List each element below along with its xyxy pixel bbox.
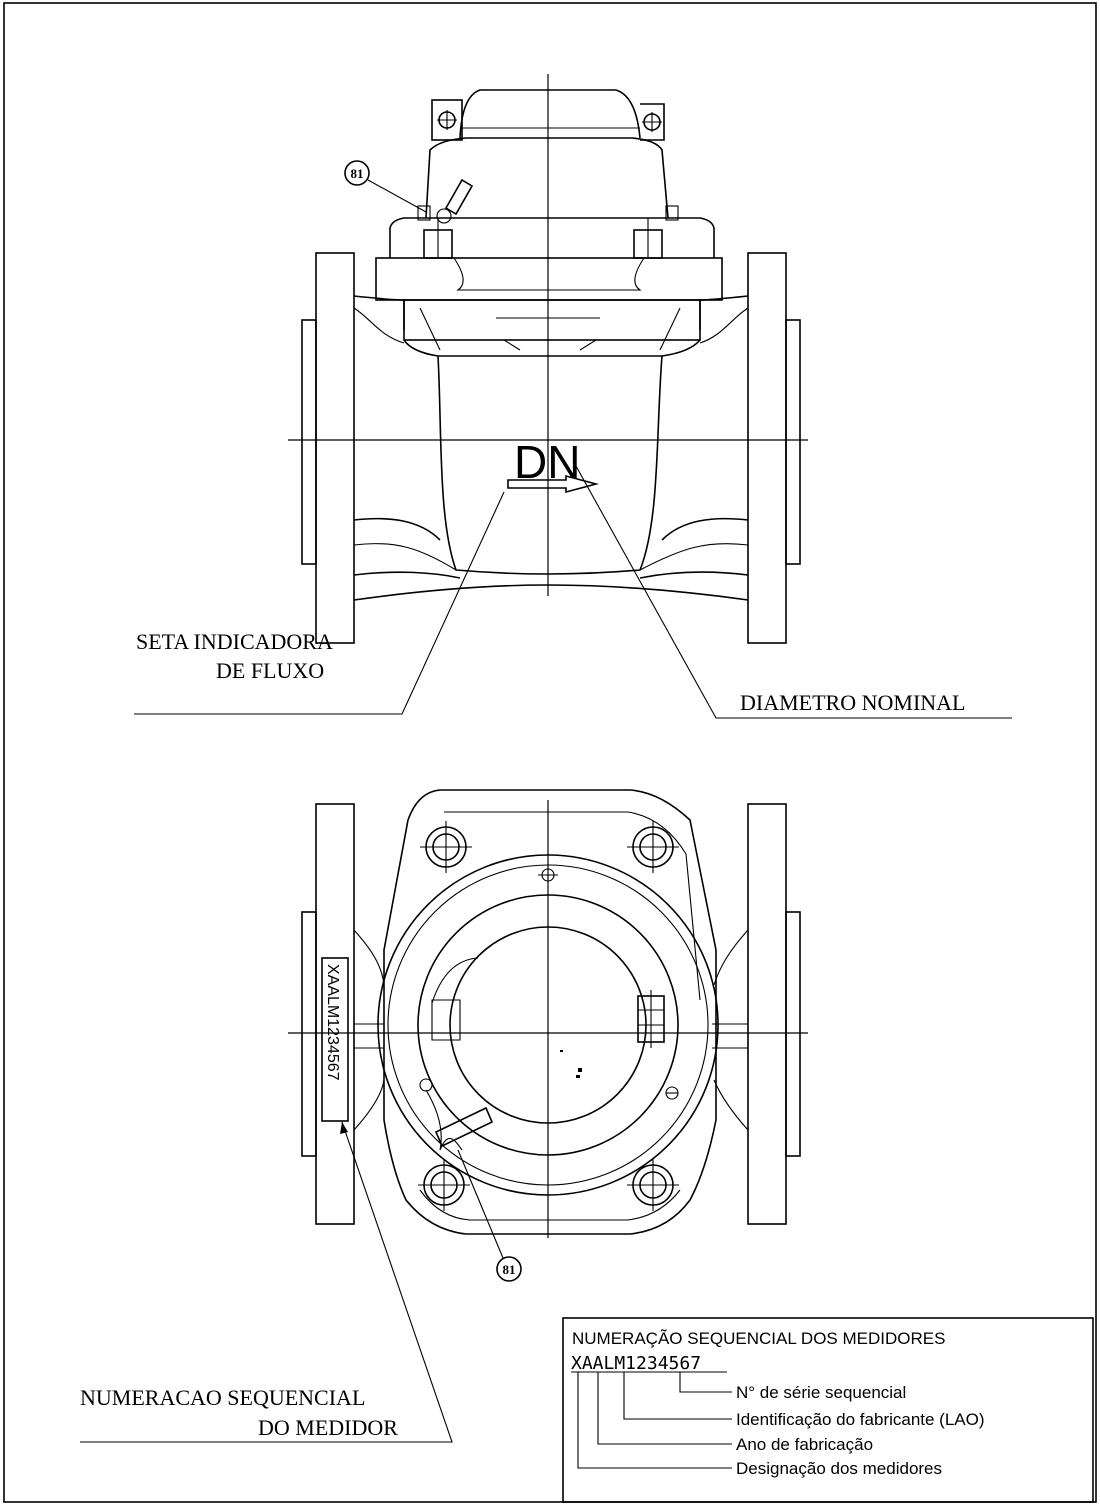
register-outer-ring <box>377 854 719 1196</box>
left-flange <box>301 252 355 644</box>
top-balloon-label: 81 <box>503 1262 516 1277</box>
bolt-hole-tl <box>420 821 472 873</box>
flow-arrow <box>507 474 600 494</box>
legend-item-manufacturer: Identificação do fabricante (LAO) <box>736 1410 985 1429</box>
legend-item-designation: Designação dos medidores <box>736 1459 942 1478</box>
serial-leader <box>80 1121 453 1443</box>
serial-label-line2: DO MEDIDOR <box>258 1415 398 1440</box>
serial-plate-text: XAALM1234567 <box>324 964 341 1081</box>
bolt-hole-tr <box>627 821 679 873</box>
top-body-outline <box>383 789 717 1235</box>
drawing-border <box>3 2 1097 1503</box>
front-view: 81 DN SETA INDICADORA DE FLUXO DIAMETRO … <box>134 74 1012 719</box>
flow-arrow-label-line2: DE FLUXO <box>216 658 324 683</box>
top-balloon-81: 81 <box>457 1149 522 1282</box>
legend-item-serial: N° de série sequencial <box>736 1383 906 1402</box>
front-balloon-label: 81 <box>351 166 364 181</box>
flow-arrow-label-line1: SETA INDICADORA <box>136 629 333 654</box>
flow-arrow-leader <box>134 491 505 715</box>
top-view: XAALM1234567 81 NUMERACAO SEQUENCIAL DO … <box>80 789 808 1443</box>
nominal-diameter-label: DIAMETRO NOMINAL <box>740 690 965 715</box>
upper-flange-plate <box>375 257 723 301</box>
bolt-hole-br <box>627 1159 679 1211</box>
register-housing <box>389 89 715 259</box>
legend-item-year: Ano de fabricação <box>736 1435 873 1454</box>
bolt-hole-bl <box>418 1159 470 1211</box>
nominal-diameter-leader <box>575 465 1012 719</box>
register-mid-ring <box>417 894 679 1156</box>
top-right-flange <box>747 803 787 1225</box>
meter-body <box>353 295 749 601</box>
serial-label-line1: NUMERACAO SEQUENCIAL <box>80 1385 365 1410</box>
serial-legend-box: NUMERAÇÃO SEQUENCIAL DOS MEDIDORES XAALM… <box>562 1317 1094 1503</box>
legend-example: XAALM1234567 <box>571 1353 701 1374</box>
front-balloon-81: 81 <box>344 160 427 213</box>
serial-plate <box>321 957 349 1122</box>
legend-title: NUMERAÇÃO SEQUENCIAL DOS MEDIDORES <box>572 1329 945 1348</box>
right-flange <box>747 252 801 644</box>
